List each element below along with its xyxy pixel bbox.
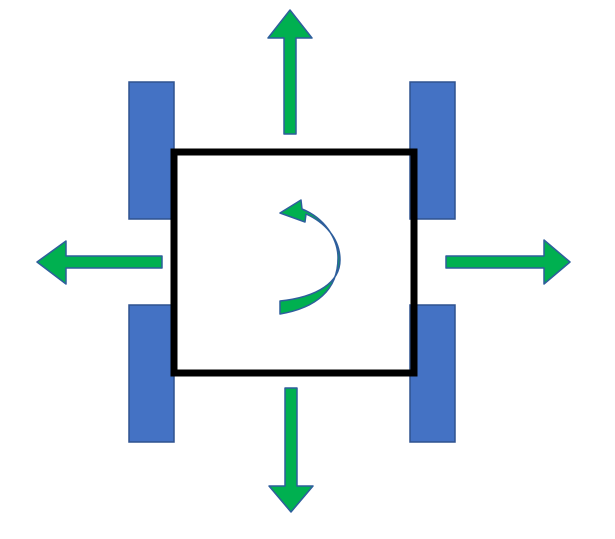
square-chassis bbox=[170, 148, 418, 377]
left-arrow bbox=[36, 240, 163, 285]
down-arrow bbox=[268, 387, 314, 513]
right-arrow bbox=[445, 239, 571, 285]
front-left-wheel bbox=[128, 81, 175, 220]
up-arrow bbox=[267, 9, 313, 135]
counterclockwise-rotation-arrow bbox=[279, 199, 341, 315]
rear-left-wheel bbox=[128, 304, 175, 443]
